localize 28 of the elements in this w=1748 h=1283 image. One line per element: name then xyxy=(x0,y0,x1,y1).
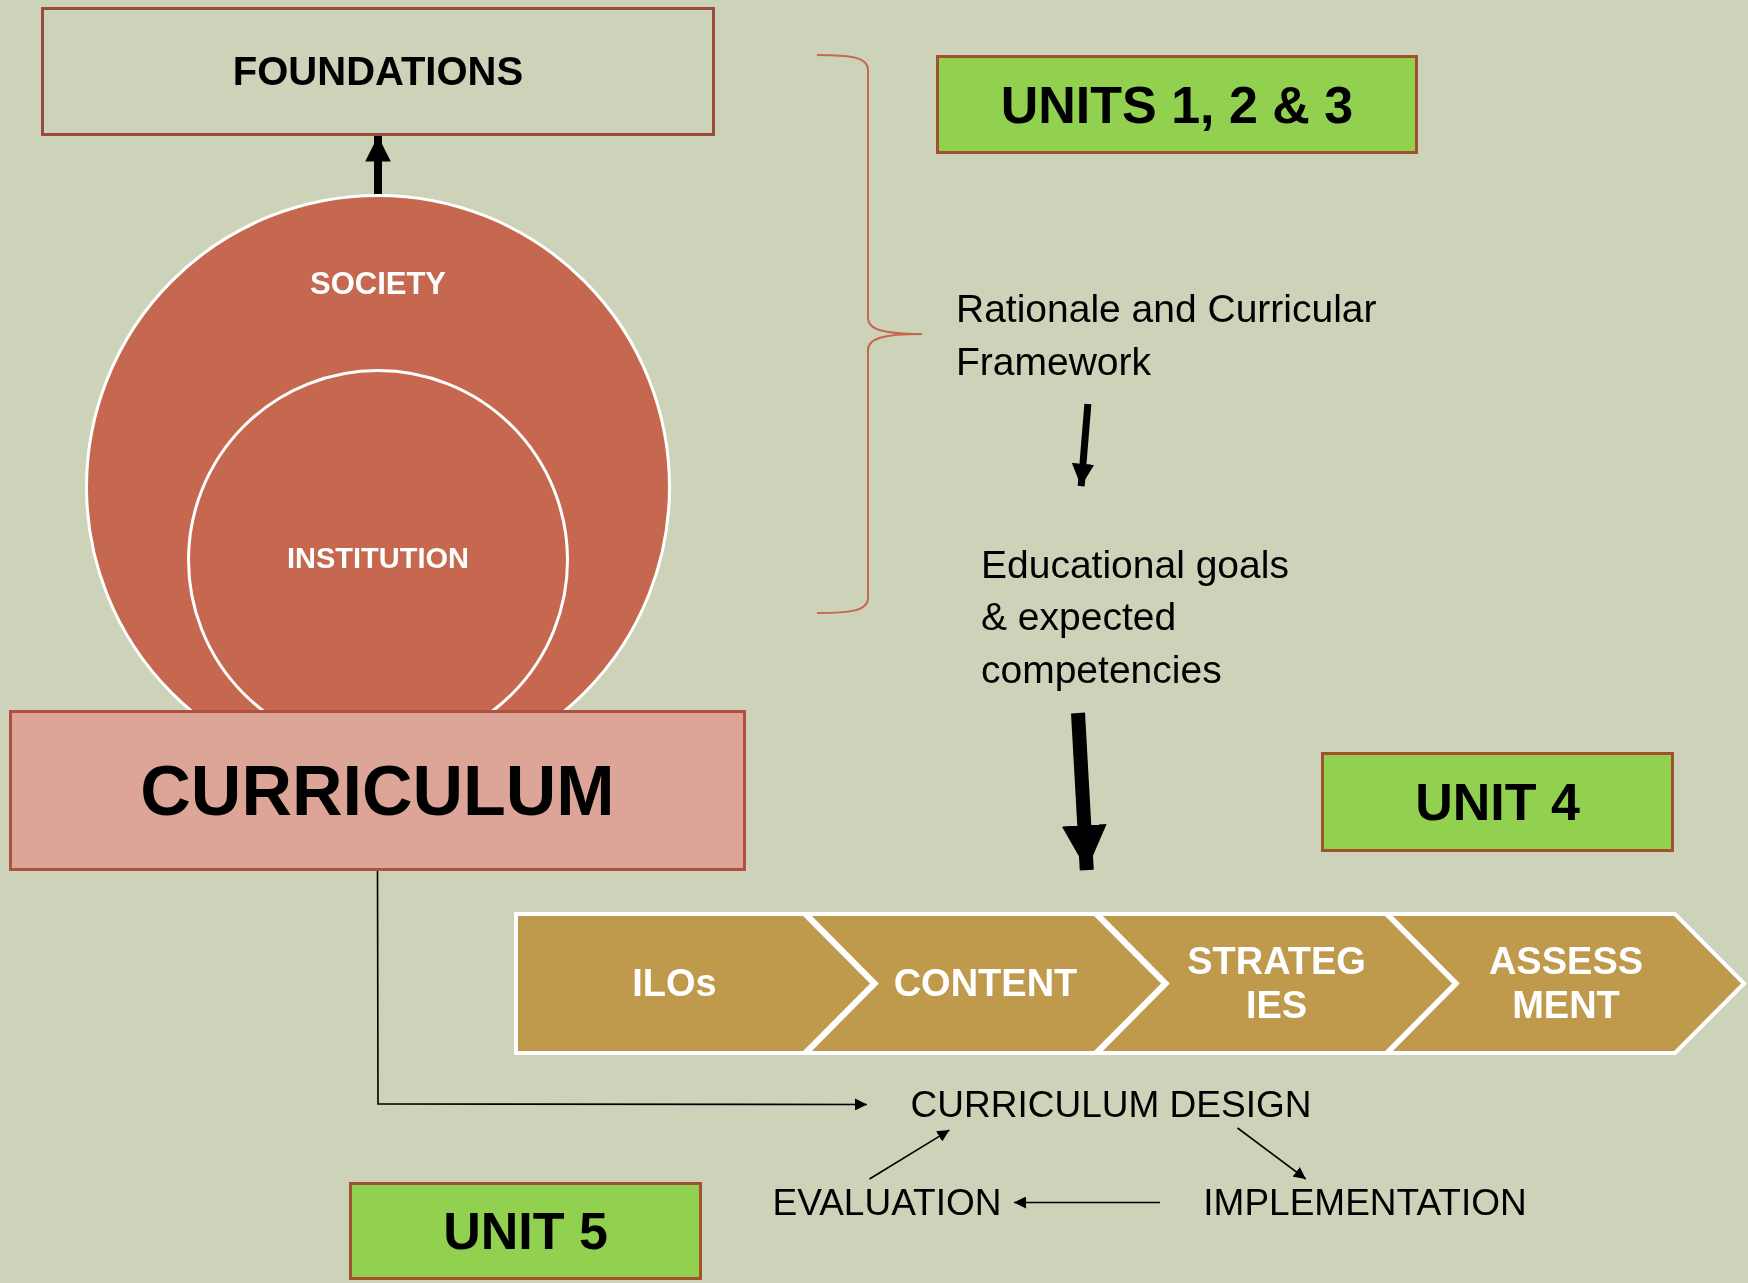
box-label: UNIT 4 xyxy=(1415,772,1580,832)
unit-box xyxy=(349,1182,702,1280)
caption-text: IMPLEMENTATION xyxy=(1203,1181,1527,1224)
unit-box xyxy=(1321,752,1674,852)
box-label: INSTITUTION xyxy=(285,542,470,575)
box-label: SOCIETY xyxy=(308,266,448,302)
caption-text: EVALUATION xyxy=(772,1181,1002,1224)
arrow xyxy=(1061,712,1107,871)
arrow xyxy=(1071,403,1095,487)
chevron-shape xyxy=(1096,912,1457,1055)
box-label: UNIT 5 xyxy=(443,1201,608,1261)
curriculum-box xyxy=(9,710,746,871)
box-label: ASSESS MENT xyxy=(1487,939,1645,1028)
box-label: FOUNDATIONS xyxy=(232,49,524,94)
box-label: CURRICULUM xyxy=(140,750,615,831)
box-label: CONTENT xyxy=(893,961,1078,1006)
arrow xyxy=(868,1129,951,1180)
unit-box xyxy=(936,55,1418,154)
caption-text: CURRICULUM DESIGN xyxy=(910,1083,1312,1126)
arrow xyxy=(1236,1127,1307,1180)
caption-text: Rationale and Curricular Framework xyxy=(956,286,1378,385)
caption-text: Educational goals & expected competencies xyxy=(981,541,1290,693)
chevron-shape xyxy=(805,912,1166,1055)
box-label: STRATEG IES xyxy=(1186,939,1367,1028)
arrow xyxy=(1013,1196,1161,1209)
chevron-shape xyxy=(1386,912,1746,1055)
title-box xyxy=(41,7,715,136)
box-label: UNITS 1, 2 & 3 xyxy=(1000,74,1354,135)
